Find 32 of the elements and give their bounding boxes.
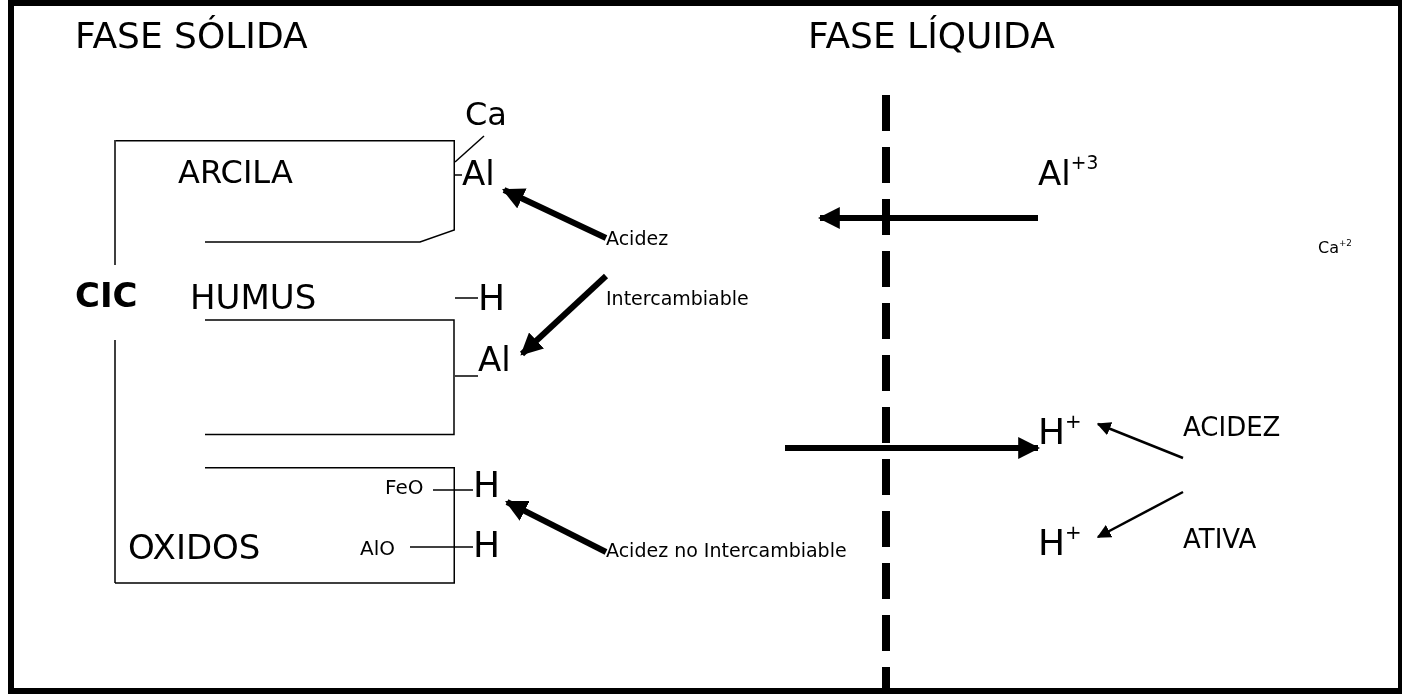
arrow [1096, 422, 1184, 460]
formula-label: Al [462, 156, 504, 194]
connector-line [454, 375, 479, 377]
formula-label: AlO [360, 538, 410, 568]
connector-line [454, 135, 485, 163]
formula-label: H [473, 527, 507, 567]
arrow [817, 207, 1038, 229]
annotation-text: Acidez Intercambiable [606, 207, 781, 328]
arrow [502, 187, 608, 241]
text-label: CIC [75, 278, 138, 312]
formula-label: Al [478, 342, 522, 380]
arrow [505, 499, 608, 555]
formula-label: FeO [385, 477, 433, 505]
annotation-text: Acidez no Intercambiable [606, 519, 847, 580]
text-label: Ca$^{+2}$ [1318, 240, 1352, 256]
formula-label: H$^{+}$ [1038, 414, 1098, 458]
annotation-text: ACIDEZ ATIVA [1183, 371, 1333, 595]
formula-label: H [473, 467, 507, 507]
arrow [785, 437, 1041, 459]
arrow [519, 273, 609, 357]
node-label: HUMUS [190, 280, 317, 314]
connector-line [409, 546, 474, 548]
connector-line [454, 297, 479, 299]
formula-label: H [478, 280, 512, 320]
connector-line [432, 489, 474, 491]
node-label: ARCILA [178, 156, 293, 188]
formula-label: H$^{+}$ [1038, 525, 1098, 569]
node-label: OXIDOS [128, 530, 261, 564]
connector-line [454, 174, 463, 176]
arrow [1096, 490, 1184, 539]
formula-label: Ca [465, 98, 517, 136]
formula-label: Al$^{+3}$ [1038, 156, 1118, 222]
